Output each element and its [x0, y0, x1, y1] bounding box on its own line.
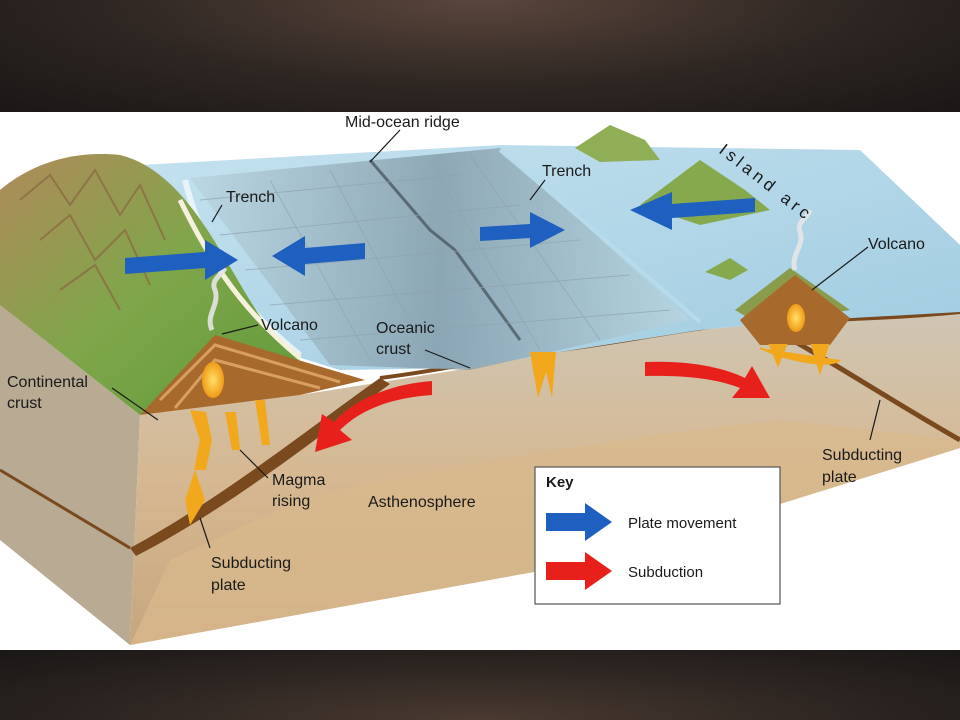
label-continental-crust-2: crust	[7, 395, 42, 412]
ridge-magma	[530, 352, 556, 398]
island-1	[575, 125, 660, 162]
plate-arrow-right-in	[630, 192, 755, 230]
magma-chamber-right	[787, 304, 805, 332]
label-continental-crust-1: Continental	[7, 374, 88, 391]
label-oceanic-crust-1: Oceanic	[376, 320, 435, 337]
leader-lines	[111, 129, 881, 549]
mountain-ridges	[19, 168, 166, 311]
smoke-right	[791, 209, 813, 271]
magma-chamber-left	[202, 362, 224, 398]
block-edge-left	[0, 468, 131, 550]
label-subducting-right-2: plate	[822, 469, 857, 486]
magma-rising-left	[185, 400, 270, 525]
label-trench-right: Trench	[542, 163, 591, 180]
key-title: Key	[546, 474, 574, 491]
label-subducting-right-1: Subducting	[822, 447, 902, 464]
volcano-left-cone	[140, 335, 365, 415]
plate-movement-arrows	[125, 192, 755, 280]
volcano-left-layers	[158, 343, 341, 409]
island-3	[705, 258, 748, 280]
ridge-axis	[368, 159, 522, 341]
label-oceanic-crust-2: crust	[376, 341, 411, 358]
label-trench-left: Trench	[226, 189, 275, 206]
key-box-frame	[534, 466, 781, 605]
frame-top	[0, 0, 960, 112]
magma-rising-right	[759, 344, 841, 376]
trench-right-shape	[498, 148, 702, 324]
label-subducting-left-2: plate	[211, 577, 246, 594]
label-magma-rising-2: rising	[272, 493, 310, 510]
plate-arrow-left-out	[272, 236, 365, 276]
key-subduction-arrow	[546, 552, 612, 590]
volcano-left	[140, 266, 365, 525]
label-magma-rising-1: Magma	[272, 472, 325, 489]
plate-arrow-right-out	[480, 212, 565, 248]
key-plate-movement-arrow	[546, 503, 612, 541]
subduction-arrows	[315, 361, 770, 452]
key-box: Key Plate movement Subduction	[534, 466, 781, 605]
subduction-arrow-left	[315, 381, 432, 452]
subduction-arrow-right	[645, 361, 770, 398]
key-subduction-label: Subduction	[628, 564, 703, 581]
label-volcano-left: Volcano	[261, 317, 318, 334]
volcano-right	[735, 209, 850, 376]
mid-ocean-ridge-zone	[190, 148, 690, 370]
label-asthenosphere: Asthenosphere	[368, 494, 476, 511]
plate-arrow-left-in	[125, 240, 238, 280]
key-plate-movement-label: Plate movement	[628, 515, 737, 532]
smoke-left	[207, 266, 228, 332]
label-mid-ocean-ridge: Mid-ocean ridge	[345, 114, 460, 131]
block-front-face	[0, 305, 140, 645]
label-subducting-left-1: Subducting	[211, 555, 291, 572]
coastline	[177, 198, 302, 360]
label-volcano-right: Volcano	[868, 236, 925, 253]
frame-bottom	[0, 650, 960, 720]
